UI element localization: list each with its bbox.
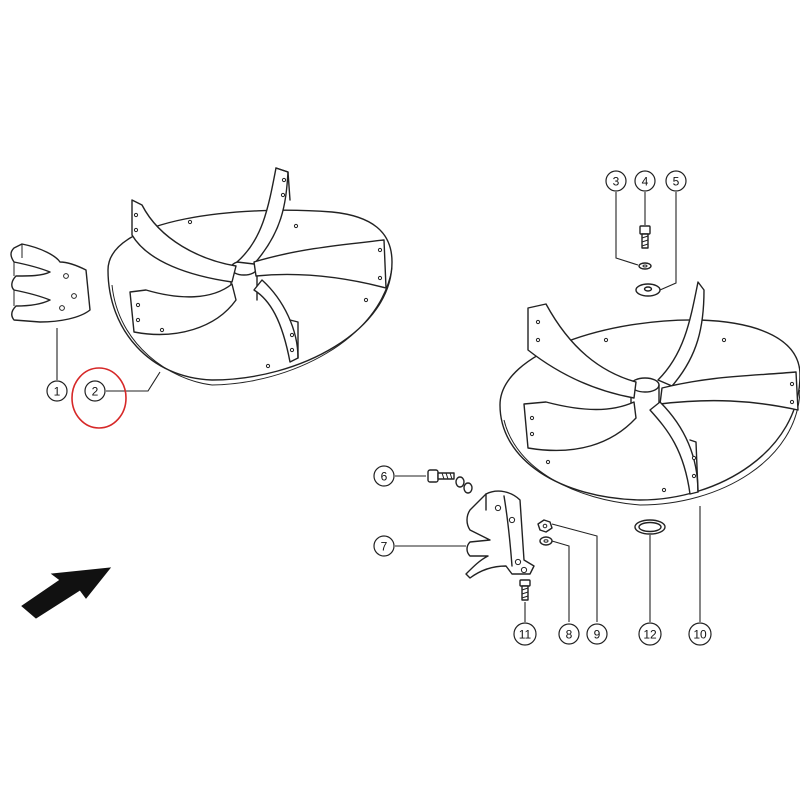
ring-part-12[interactable] [634,519,666,535]
callout-1[interactable]: 1 [46,380,68,402]
callout-12-label: 12 [643,628,657,642]
callout-8[interactable]: 8 [558,623,580,645]
callout-1-label: 1 [54,385,61,399]
bolt-part-6[interactable] [427,469,473,494]
callout-2[interactable]: 2 [84,380,106,402]
bracket-part-7[interactable] [465,490,535,579]
callout-5[interactable]: 5 [665,170,687,192]
washer-part-3[interactable] [638,262,652,270]
bolt-part-11[interactable] [519,579,531,601]
callout-11[interactable]: 11 [513,622,537,646]
callout-9-label: 9 [594,628,601,642]
callout-2-highlight [71,367,127,429]
callout-10[interactable]: 10 [688,622,712,646]
callout-6[interactable]: 6 [373,465,395,487]
washer-part-5[interactable] [635,283,661,297]
fan-wheel-right[interactable] [499,281,800,506]
callout-3[interactable]: 3 [605,170,627,192]
callout-6-label: 6 [381,470,388,484]
bolt-part-4[interactable] [639,225,651,249]
nut-part-9[interactable] [537,519,553,533]
callout-9[interactable]: 9 [586,623,608,645]
callout-8-label: 8 [566,628,573,642]
callout-7-label: 7 [381,540,388,554]
callout-4-label: 4 [642,175,649,189]
callout-10-label: 10 [693,628,707,642]
washer-part-8[interactable] [539,536,553,546]
callout-12[interactable]: 12 [638,622,662,646]
callout-11-label: 11 [519,628,532,642]
blade-pad-part-1[interactable] [10,243,91,323]
callout-4[interactable]: 4 [634,170,656,192]
callout-2-label: 2 [92,385,99,399]
fan-wheel-left[interactable] [107,167,393,386]
callout-3-label: 3 [613,175,620,189]
arrow-icon [21,567,112,619]
callout-5-label: 5 [673,175,680,189]
leader-lines [56,192,701,622]
callout-7[interactable]: 7 [373,535,395,557]
